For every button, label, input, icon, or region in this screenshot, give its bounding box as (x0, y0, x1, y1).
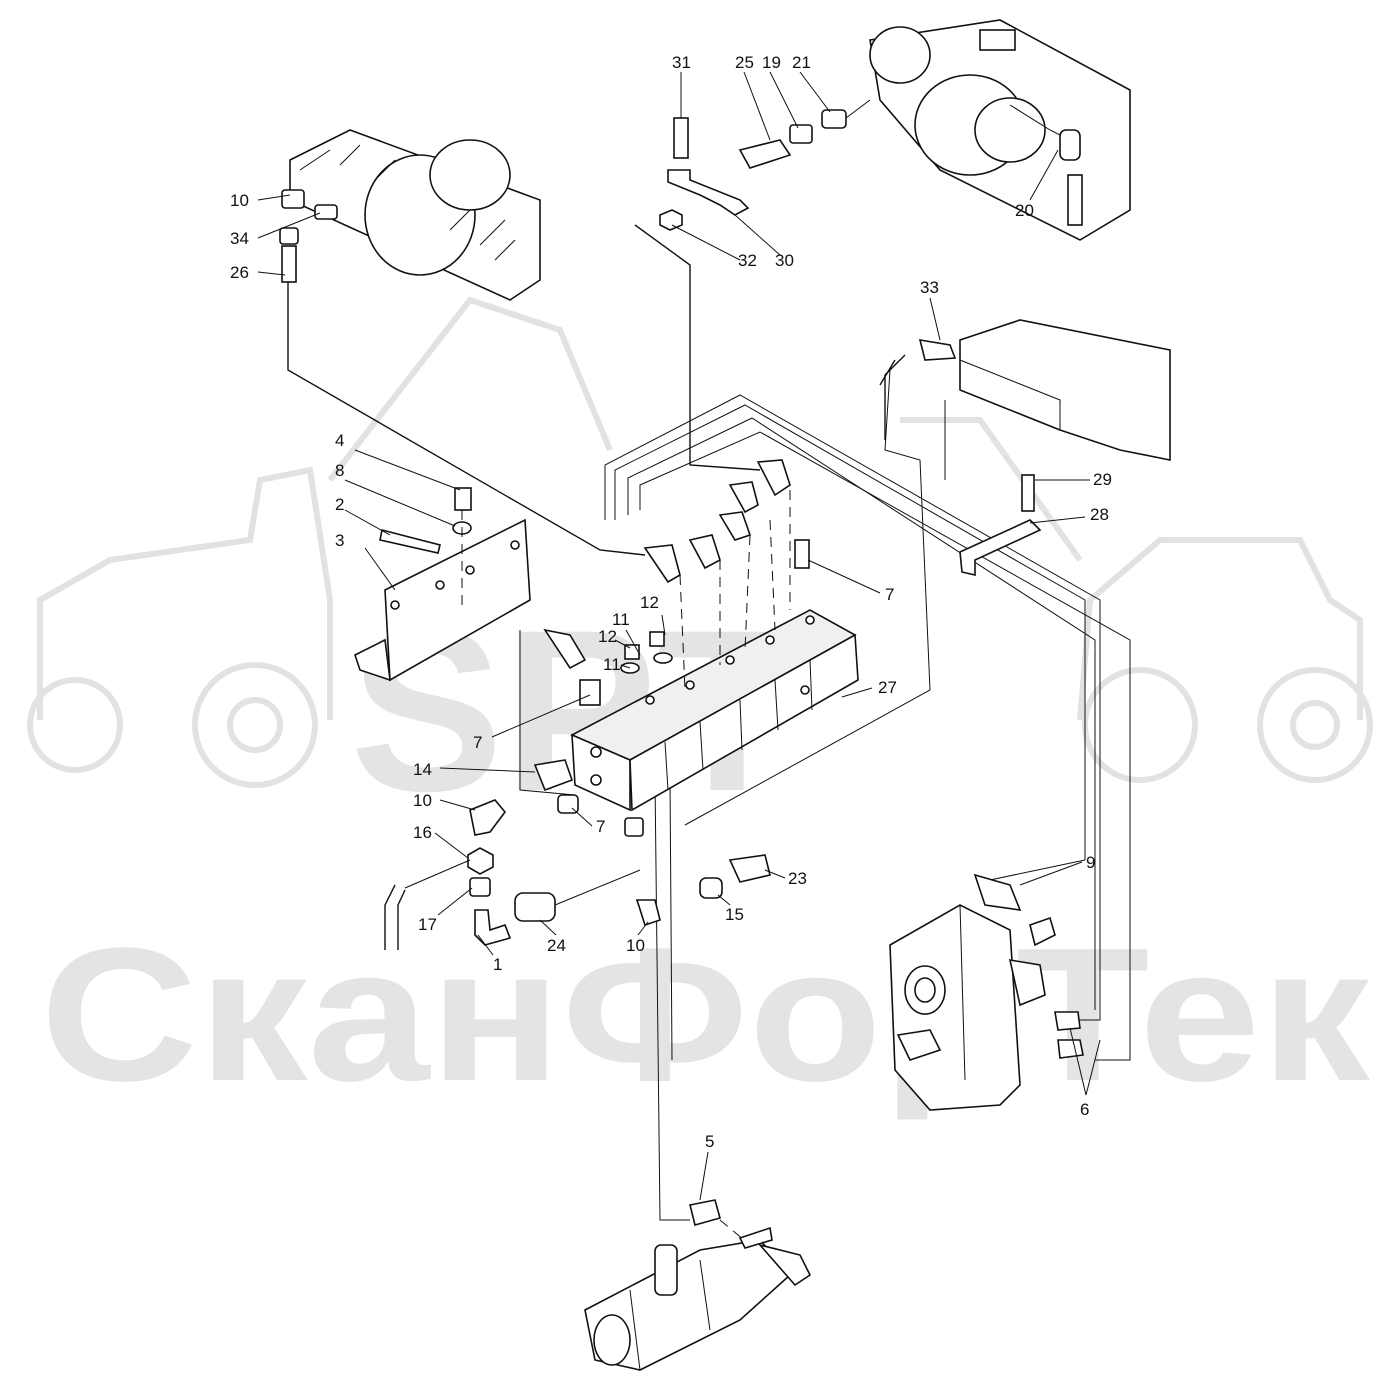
top-right-engine (869, 19, 1131, 241)
leader-lines (257, 71, 1101, 1201)
bottom-pump (584, 1199, 812, 1371)
callout-34: 34 (230, 229, 249, 248)
callout-1: 1 (493, 955, 502, 974)
callout-25: 25 (735, 53, 754, 72)
callout-12-lower: 12 (598, 627, 617, 646)
callout-labels: 31 25 19 21 10 34 26 20 32 30 33 4 8 2 3… (230, 53, 1112, 1151)
callout-32: 32 (738, 251, 757, 270)
callout-29: 29 (1093, 470, 1112, 489)
callout-24: 24 (547, 936, 566, 955)
top-bracket-assembly (659, 99, 871, 231)
callout-4: 4 (335, 431, 344, 450)
callout-28: 28 (1090, 505, 1109, 524)
callout-2: 2 (335, 495, 344, 514)
watermark-brand: СканФорТек (40, 909, 1371, 1121)
right-valve-block (879, 319, 1171, 461)
callout-11-upper: 11 (612, 610, 630, 629)
line-from-top-bracket (634, 224, 761, 471)
callout-30: 30 (775, 251, 794, 270)
callout-19: 19 (762, 53, 781, 72)
callout-10-middle: 10 (413, 791, 432, 810)
callout-12-upper: 12 (640, 593, 659, 612)
callout-11-lower: 11 (603, 655, 621, 674)
callout-31: 31 (672, 53, 691, 72)
callout-10-lower: 10 (626, 936, 645, 955)
callout-20: 20 (1015, 201, 1034, 220)
callout-6: 6 (1080, 1100, 1089, 1119)
callout-7-left: 7 (473, 733, 482, 752)
hose-elbows (519, 459, 810, 796)
watermark-machine-right (900, 417, 1373, 783)
callout-8: 8 (335, 461, 344, 480)
callout-7-right: 7 (885, 585, 894, 604)
callout-7-lower: 7 (596, 817, 605, 836)
callout-14: 14 (413, 760, 432, 779)
line-from-left-motor (287, 280, 646, 556)
callout-17: 17 (418, 915, 437, 934)
right-gearbox (889, 873, 1084, 1111)
callout-33: 33 (920, 278, 939, 297)
callout-27: 27 (878, 678, 897, 697)
hydraulic-lines (287, 224, 1131, 1221)
right-support-bracket (959, 474, 1042, 577)
valve-manifold (570, 609, 859, 812)
callout-15: 15 (725, 905, 744, 924)
callout-21: 21 (792, 53, 811, 72)
callout-3: 3 (335, 531, 344, 550)
callout-10-top-left: 10 (230, 191, 249, 210)
callout-9: 9 (1086, 853, 1095, 872)
callout-26: 26 (230, 263, 249, 282)
mounting-bracket (354, 487, 531, 682)
watermark-machine-left (27, 296, 613, 788)
callout-16: 16 (413, 823, 432, 842)
callout-23: 23 (788, 869, 807, 888)
left-travel-motor (279, 129, 541, 301)
callout-5: 5 (705, 1132, 714, 1151)
